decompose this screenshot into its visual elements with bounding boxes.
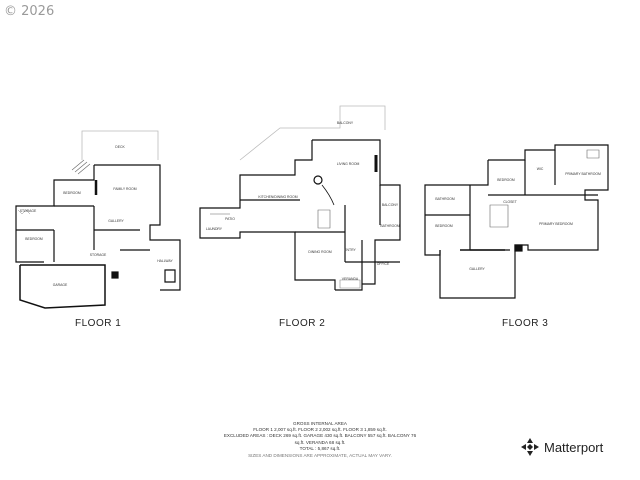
room-label: GALLERY bbox=[108, 219, 124, 223]
room-label: STORAGE bbox=[90, 253, 107, 257]
room-label: HALLWAY bbox=[157, 259, 173, 263]
floor-1-label: FLOOR 1 bbox=[75, 318, 122, 329]
matterport-logo-icon bbox=[521, 438, 539, 456]
room-label: KITCHEN/DINING ROOM bbox=[258, 195, 297, 199]
room-label: WIC bbox=[537, 167, 544, 171]
copyright-mark: © 2026 bbox=[4, 4, 55, 19]
room-label: BALCONY bbox=[382, 203, 399, 207]
room-label: STORAGE bbox=[20, 209, 37, 213]
room-label: DINING ROOM bbox=[308, 250, 332, 254]
room-label: LIVING ROOM bbox=[337, 162, 360, 166]
floor-2-plan bbox=[199, 105, 401, 291]
room-label: GALLERY bbox=[469, 267, 485, 271]
room-label: BALCONY bbox=[337, 121, 354, 125]
floor-2-label: FLOOR 2 bbox=[279, 318, 326, 329]
room-label: LAUNDRY bbox=[206, 227, 223, 231]
room-label: VERANDA bbox=[342, 277, 359, 281]
area-floors: FLOOR 1 2,007 sq.ft. FLOOR 2 2,002 sq.ft… bbox=[253, 427, 387, 433]
brand-name: Matterport bbox=[544, 439, 604, 455]
room-label: BEDROOM bbox=[63, 191, 81, 195]
room-label: ENTRY bbox=[344, 248, 356, 252]
room-label: PRIMARY BATHROOM bbox=[565, 172, 601, 176]
room-label: DECK bbox=[115, 145, 125, 149]
room-label: FAMILY ROOM bbox=[113, 187, 136, 191]
area-summary: GROSS INTERNAL AREA FLOOR 1 2,007 sq.ft.… bbox=[180, 421, 460, 459]
room-label: BEDROOM bbox=[497, 178, 515, 182]
matterport-brand: Matterport bbox=[520, 437, 603, 457]
area-excluded-cont: sq.ft. VERANDA 68 sq.ft. bbox=[294, 439, 346, 445]
room-label: CLOSET bbox=[503, 200, 517, 204]
room-label: PATIO bbox=[225, 217, 235, 221]
floor-3-plan bbox=[424, 144, 609, 299]
area-disclaimer: SIZES AND DIMENSIONS ARE APPROXIMATE, AC… bbox=[248, 453, 392, 459]
floor-3-label: FLOOR 3 bbox=[502, 318, 549, 329]
room-label: BATHROOM bbox=[380, 224, 400, 228]
room-label: PRIMARY BEDROOM bbox=[539, 222, 573, 226]
area-total: TOTAL : 5,867 sq.ft. bbox=[299, 445, 341, 451]
area-heading: GROSS INTERNAL AREA bbox=[293, 421, 347, 426]
room-label: BEDROOM bbox=[435, 224, 453, 228]
room-label: GARAGE bbox=[53, 283, 68, 287]
area-excluded: EXCLUDED AREAS : DECK 269 sq.ft. GARAGE … bbox=[223, 433, 417, 439]
room-label: BATHROOM bbox=[435, 197, 455, 201]
room-label: BEDROOM bbox=[25, 237, 43, 241]
room-labels: DECK FAMILY ROOM BEDROOM STORAGE BEDROOM… bbox=[20, 121, 601, 287]
floor-1-plan bbox=[15, 130, 181, 309]
room-label: OFFICE bbox=[377, 262, 390, 266]
